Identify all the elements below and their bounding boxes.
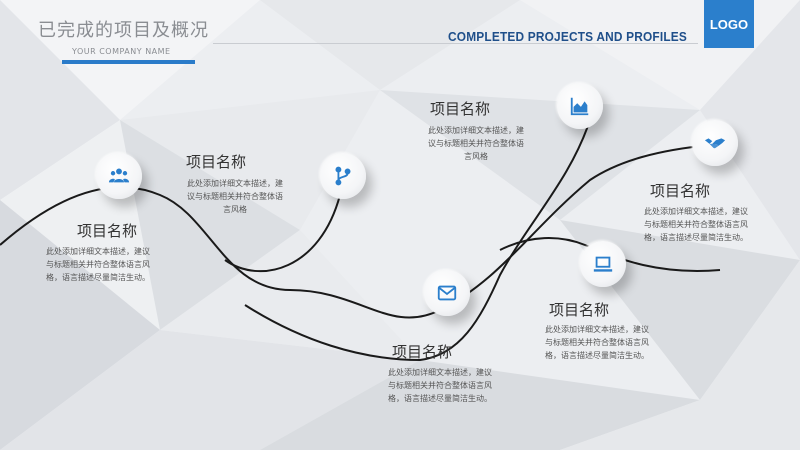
logo: LOGO bbox=[704, 0, 754, 48]
english-title: COMPLETED PROJECTS AND PROFILES bbox=[448, 30, 688, 44]
item-3-desc: 此处添加详细文本描述，建 议与标题相关并符合整体语 言风格 bbox=[428, 126, 524, 161]
item-1-title: 项目名称 bbox=[77, 222, 138, 240]
laptop-icon bbox=[593, 256, 613, 272]
item-1-desc: 此处添加详细文本描述，建议 与标题相关并符合整体语言风 格，语言描述尽量简洁生动… bbox=[46, 247, 150, 282]
item-4-desc: 此处添加详细文本描述，建议 与标题相关并符合整体语言风 格，语言描述尽量简洁生动… bbox=[388, 368, 492, 403]
node-branch[interactable] bbox=[320, 153, 366, 199]
people-icon bbox=[108, 168, 130, 183]
item-2-desc: 此处添加详细文本描述，建 议与标题相关并符合整体语 言风格 bbox=[187, 179, 283, 214]
page-title: 已完成的项目及概况 bbox=[38, 20, 209, 41]
node-people[interactable] bbox=[96, 153, 142, 199]
area-chart-icon bbox=[570, 97, 589, 116]
company-name: YOUR COMPANY NAME bbox=[72, 47, 171, 56]
branch-icon bbox=[335, 166, 351, 186]
title-divider bbox=[213, 43, 698, 44]
handshake-icon bbox=[704, 138, 726, 149]
item-5-desc: 此处添加详细文本描述，建议 与标题相关并符合整体语言风 格，语言描述尽量简洁生动… bbox=[545, 325, 649, 360]
item-2-title: 项目名称 bbox=[186, 153, 247, 171]
mail-icon bbox=[437, 285, 457, 301]
item-6-title: 项目名称 bbox=[650, 182, 711, 200]
node-laptop[interactable] bbox=[580, 241, 626, 287]
node-chart[interactable] bbox=[557, 83, 603, 129]
item-6-desc: 此处添加详细文本描述，建议 与标题相关并符合整体语言风 格，语言描述尽量简洁生动… bbox=[644, 207, 748, 242]
node-handshake[interactable] bbox=[692, 120, 738, 166]
title-accent-bar bbox=[62, 60, 195, 64]
item-3-title: 项目名称 bbox=[430, 100, 491, 118]
node-mail[interactable] bbox=[424, 270, 470, 316]
item-5-title: 项目名称 bbox=[549, 301, 610, 319]
item-4-title: 项目名称 bbox=[392, 343, 453, 361]
